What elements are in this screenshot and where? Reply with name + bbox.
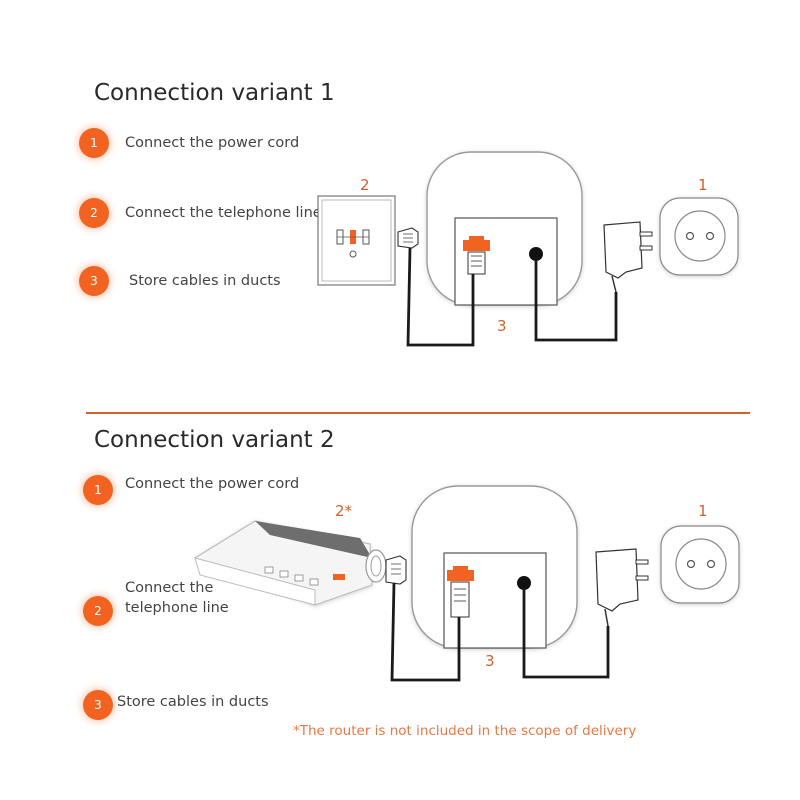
variant2-diagram: 2* 3 [193, 485, 740, 682]
callout-power-outlet: 1 [698, 176, 708, 194]
section-divider [86, 412, 750, 414]
step-text: Store cables in ducts [129, 273, 281, 289]
power-outlet [659, 197, 739, 276]
router [193, 520, 387, 606]
callout-duct: 3 [497, 317, 507, 335]
step-text-line: telephone line [125, 600, 229, 616]
step-text: Connect the power cord [125, 476, 300, 492]
variant1-step-2: 2 Connect the telephone line [79, 198, 322, 228]
step-number-badge: 1 [79, 128, 109, 158]
variant1-step-3: 3 Store cables in ducts [79, 266, 281, 296]
variant1-title: Connection variant 1 [94, 80, 335, 106]
step-text-line: Connect the [125, 580, 214, 596]
variant2-step-1: 1 Connect the power cord [83, 475, 299, 505]
callout-socket: 2 [360, 176, 370, 194]
step-text: Store cables in ducts [117, 694, 269, 710]
callout-router: 2* [335, 502, 353, 520]
step-number-badge: 1 [83, 475, 113, 505]
tae-plug [385, 555, 407, 585]
variant1-step-1: 1 Connect the power cord [79, 128, 299, 158]
step-text: Connect the telephone line [125, 578, 229, 618]
footnote: *The router is not included in the scope… [293, 723, 637, 739]
callout-power-outlet: 1 [698, 502, 708, 520]
variant2-step-2: 2 Connect the telephone line [83, 580, 229, 626]
callout-duct: 3 [485, 652, 495, 670]
base-station [426, 151, 583, 306]
power-adapter [603, 221, 653, 293]
variant2-title: Connection variant 2 [94, 427, 335, 453]
variant2-step-3: 3 Store cables in ducts [83, 690, 269, 720]
step-number-badge: 2 [83, 596, 113, 626]
step-number-badge: 2 [79, 198, 109, 228]
base-station [411, 485, 578, 649]
variant1-diagram: 2 3 [317, 151, 739, 347]
step-text: Connect the power cord [125, 135, 300, 151]
step-text: Connect the telephone line [125, 205, 322, 221]
power-adapter [595, 548, 649, 627]
step-number-badge: 3 [79, 266, 109, 296]
step-number-badge: 3 [83, 690, 113, 720]
power-outlet [660, 525, 740, 604]
wall-socket [317, 195, 396, 286]
tae-plug [397, 227, 419, 249]
